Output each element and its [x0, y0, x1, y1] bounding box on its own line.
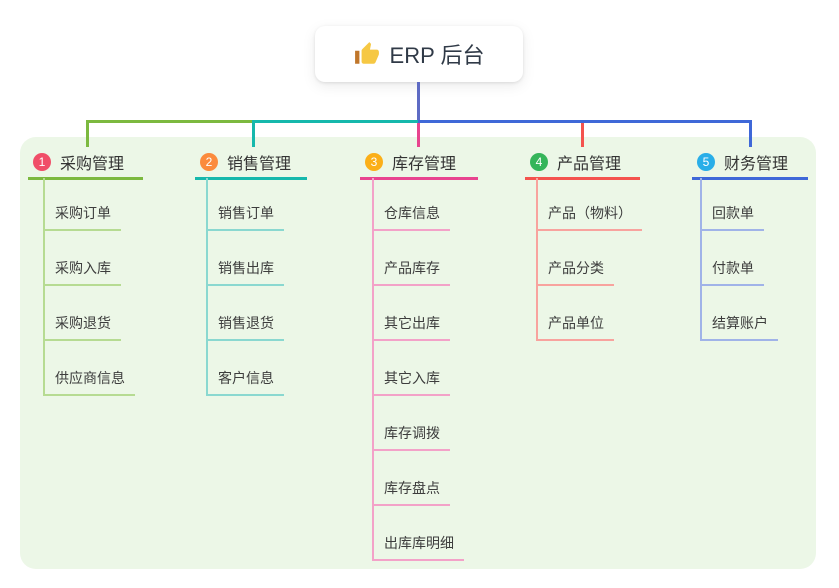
child-node[interactable]: 产品（物料）: [536, 201, 642, 231]
branch-label-text: 产品管理: [557, 156, 622, 173]
drop-connector-sales: [252, 120, 255, 147]
child-node[interactable]: 产品单位: [536, 311, 614, 341]
child-node[interactable]: 客户信息: [206, 366, 284, 396]
product-management-node[interactable]: 4 产品管理: [525, 147, 640, 180]
child-node[interactable]: 其它入库: [372, 366, 450, 396]
bus-connector-sales: [252, 120, 419, 123]
sales-management-node[interactable]: 2 销售管理: [195, 147, 307, 180]
drop-connector-finance: [749, 120, 752, 147]
child-node[interactable]: 库存调拨: [372, 421, 450, 451]
purchase-management-node[interactable]: 1 采购管理: [28, 147, 143, 180]
child-node[interactable]: 回款单: [700, 201, 764, 231]
branch-label-text: 采购管理: [60, 156, 125, 173]
children-connector-line: [700, 178, 702, 341]
branch-label-text: 财务管理: [724, 156, 789, 173]
root-stem-connector: [417, 82, 420, 120]
drop-connector-inventory: [417, 123, 420, 147]
children-connector-line: [372, 178, 374, 561]
child-node[interactable]: 结算账户: [700, 311, 778, 341]
child-node[interactable]: 库存盘点: [372, 476, 450, 506]
child-node[interactable]: 采购退货: [43, 311, 121, 341]
child-node[interactable]: 销售退货: [206, 311, 284, 341]
drop-connector-purchase: [86, 120, 89, 147]
branch-number-badge: 2: [200, 153, 218, 171]
child-node[interactable]: 付款单: [700, 256, 764, 286]
child-node[interactable]: 采购订单: [43, 201, 121, 231]
root-node[interactable]: ERP 后台: [315, 26, 523, 82]
child-node[interactable]: 供应商信息: [43, 366, 135, 396]
finance-management-node[interactable]: 5 财务管理: [692, 147, 808, 180]
bus-connector-purchase: [86, 120, 254, 123]
children-connector-line: [43, 178, 45, 396]
child-node[interactable]: 其它出库: [372, 311, 450, 341]
root-node-label: ERP 后台: [389, 43, 485, 68]
branch-label-text: 库存管理: [392, 156, 457, 173]
child-node[interactable]: 采购入库: [43, 256, 121, 286]
child-node[interactable]: 销售出库: [206, 256, 284, 286]
drop-connector-product: [581, 123, 584, 147]
child-node[interactable]: 销售订单: [206, 201, 284, 231]
branches-background-panel: [20, 137, 816, 569]
thumbs-up-icon: [354, 41, 380, 67]
branch-number-badge: 3: [365, 153, 383, 171]
inventory-management-node[interactable]: 3 库存管理: [360, 147, 478, 180]
children-connector-line: [536, 178, 538, 341]
branch-number-badge: 1: [33, 153, 51, 171]
child-node[interactable]: 仓库信息: [372, 201, 450, 231]
child-node[interactable]: 产品分类: [536, 256, 614, 286]
branch-label-text: 销售管理: [227, 156, 292, 173]
bus-connector-finance: [418, 120, 752, 123]
child-node[interactable]: 出库库明细: [372, 531, 464, 561]
branch-number-badge: 4: [530, 153, 548, 171]
branch-number-badge: 5: [697, 153, 715, 171]
child-node[interactable]: 产品库存: [372, 256, 450, 286]
children-connector-line: [206, 178, 208, 396]
